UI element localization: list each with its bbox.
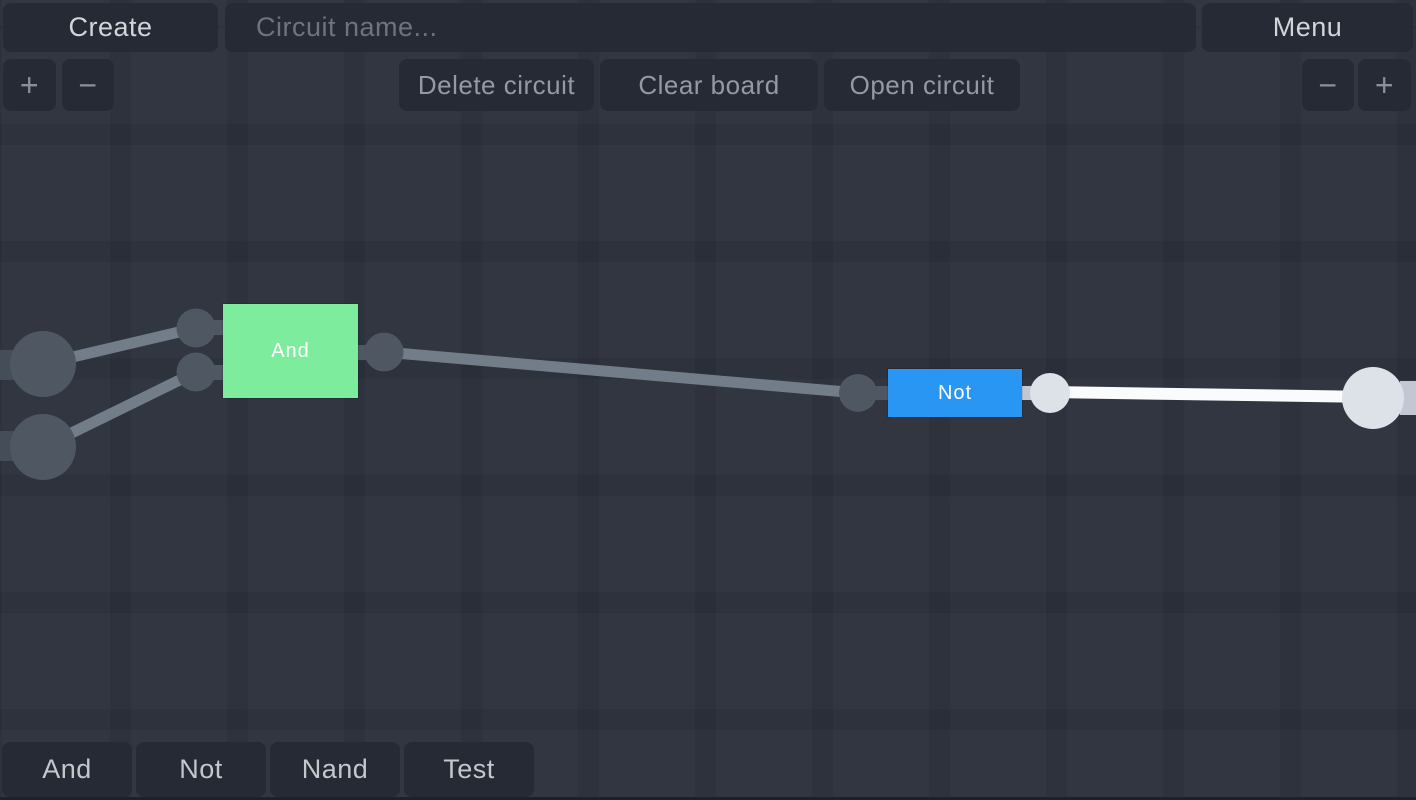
and-input-pin-1[interactable] bbox=[176, 308, 216, 348]
delete-circuit-button[interactable]: Delete circuit bbox=[399, 59, 594, 111]
circuit-name-input[interactable] bbox=[225, 3, 1196, 52]
zoom-out-button-left[interactable]: − bbox=[62, 59, 114, 111]
zoom-in-button-left[interactable]: + bbox=[3, 59, 56, 111]
wire-not-to-output-active[interactable] bbox=[1044, 386, 1379, 403]
and-output-pin[interactable] bbox=[364, 332, 404, 372]
zoom-out-button-right[interactable]: − bbox=[1302, 59, 1354, 111]
menu-button[interactable]: Menu bbox=[1202, 3, 1413, 52]
output-node-active[interactable] bbox=[1342, 367, 1404, 429]
zoom-in-button-right[interactable]: + bbox=[1358, 59, 1411, 111]
wire-and-to-not[interactable] bbox=[378, 346, 864, 399]
input-node-1[interactable] bbox=[10, 331, 76, 397]
output-edge-stub bbox=[1400, 381, 1416, 415]
not-input-pin[interactable] bbox=[839, 374, 877, 412]
open-circuit-button[interactable]: Open circuit bbox=[824, 59, 1020, 111]
gate-not-label: Not bbox=[937, 381, 973, 404]
clear-board-button[interactable]: Clear board bbox=[600, 59, 818, 111]
not-output-pin-active[interactable] bbox=[1030, 373, 1070, 413]
gate-and-label: And bbox=[271, 339, 310, 362]
palette-item-nand[interactable]: Nand bbox=[270, 742, 400, 797]
gate-not[interactable]: Not bbox=[888, 369, 1022, 417]
gate-and[interactable]: And bbox=[223, 304, 358, 398]
input-edge-stub bbox=[0, 431, 14, 461]
palette-item-and[interactable]: And bbox=[2, 742, 132, 797]
input-node-2[interactable] bbox=[10, 414, 76, 480]
input-edge-stub bbox=[0, 350, 14, 380]
palette-item-test[interactable]: Test bbox=[404, 742, 534, 797]
and-input-pin-2[interactable] bbox=[176, 352, 216, 392]
create-button[interactable]: Create bbox=[3, 3, 218, 52]
bottom-edge-divider bbox=[0, 797, 1416, 800]
palette-item-not[interactable]: Not bbox=[136, 742, 266, 797]
